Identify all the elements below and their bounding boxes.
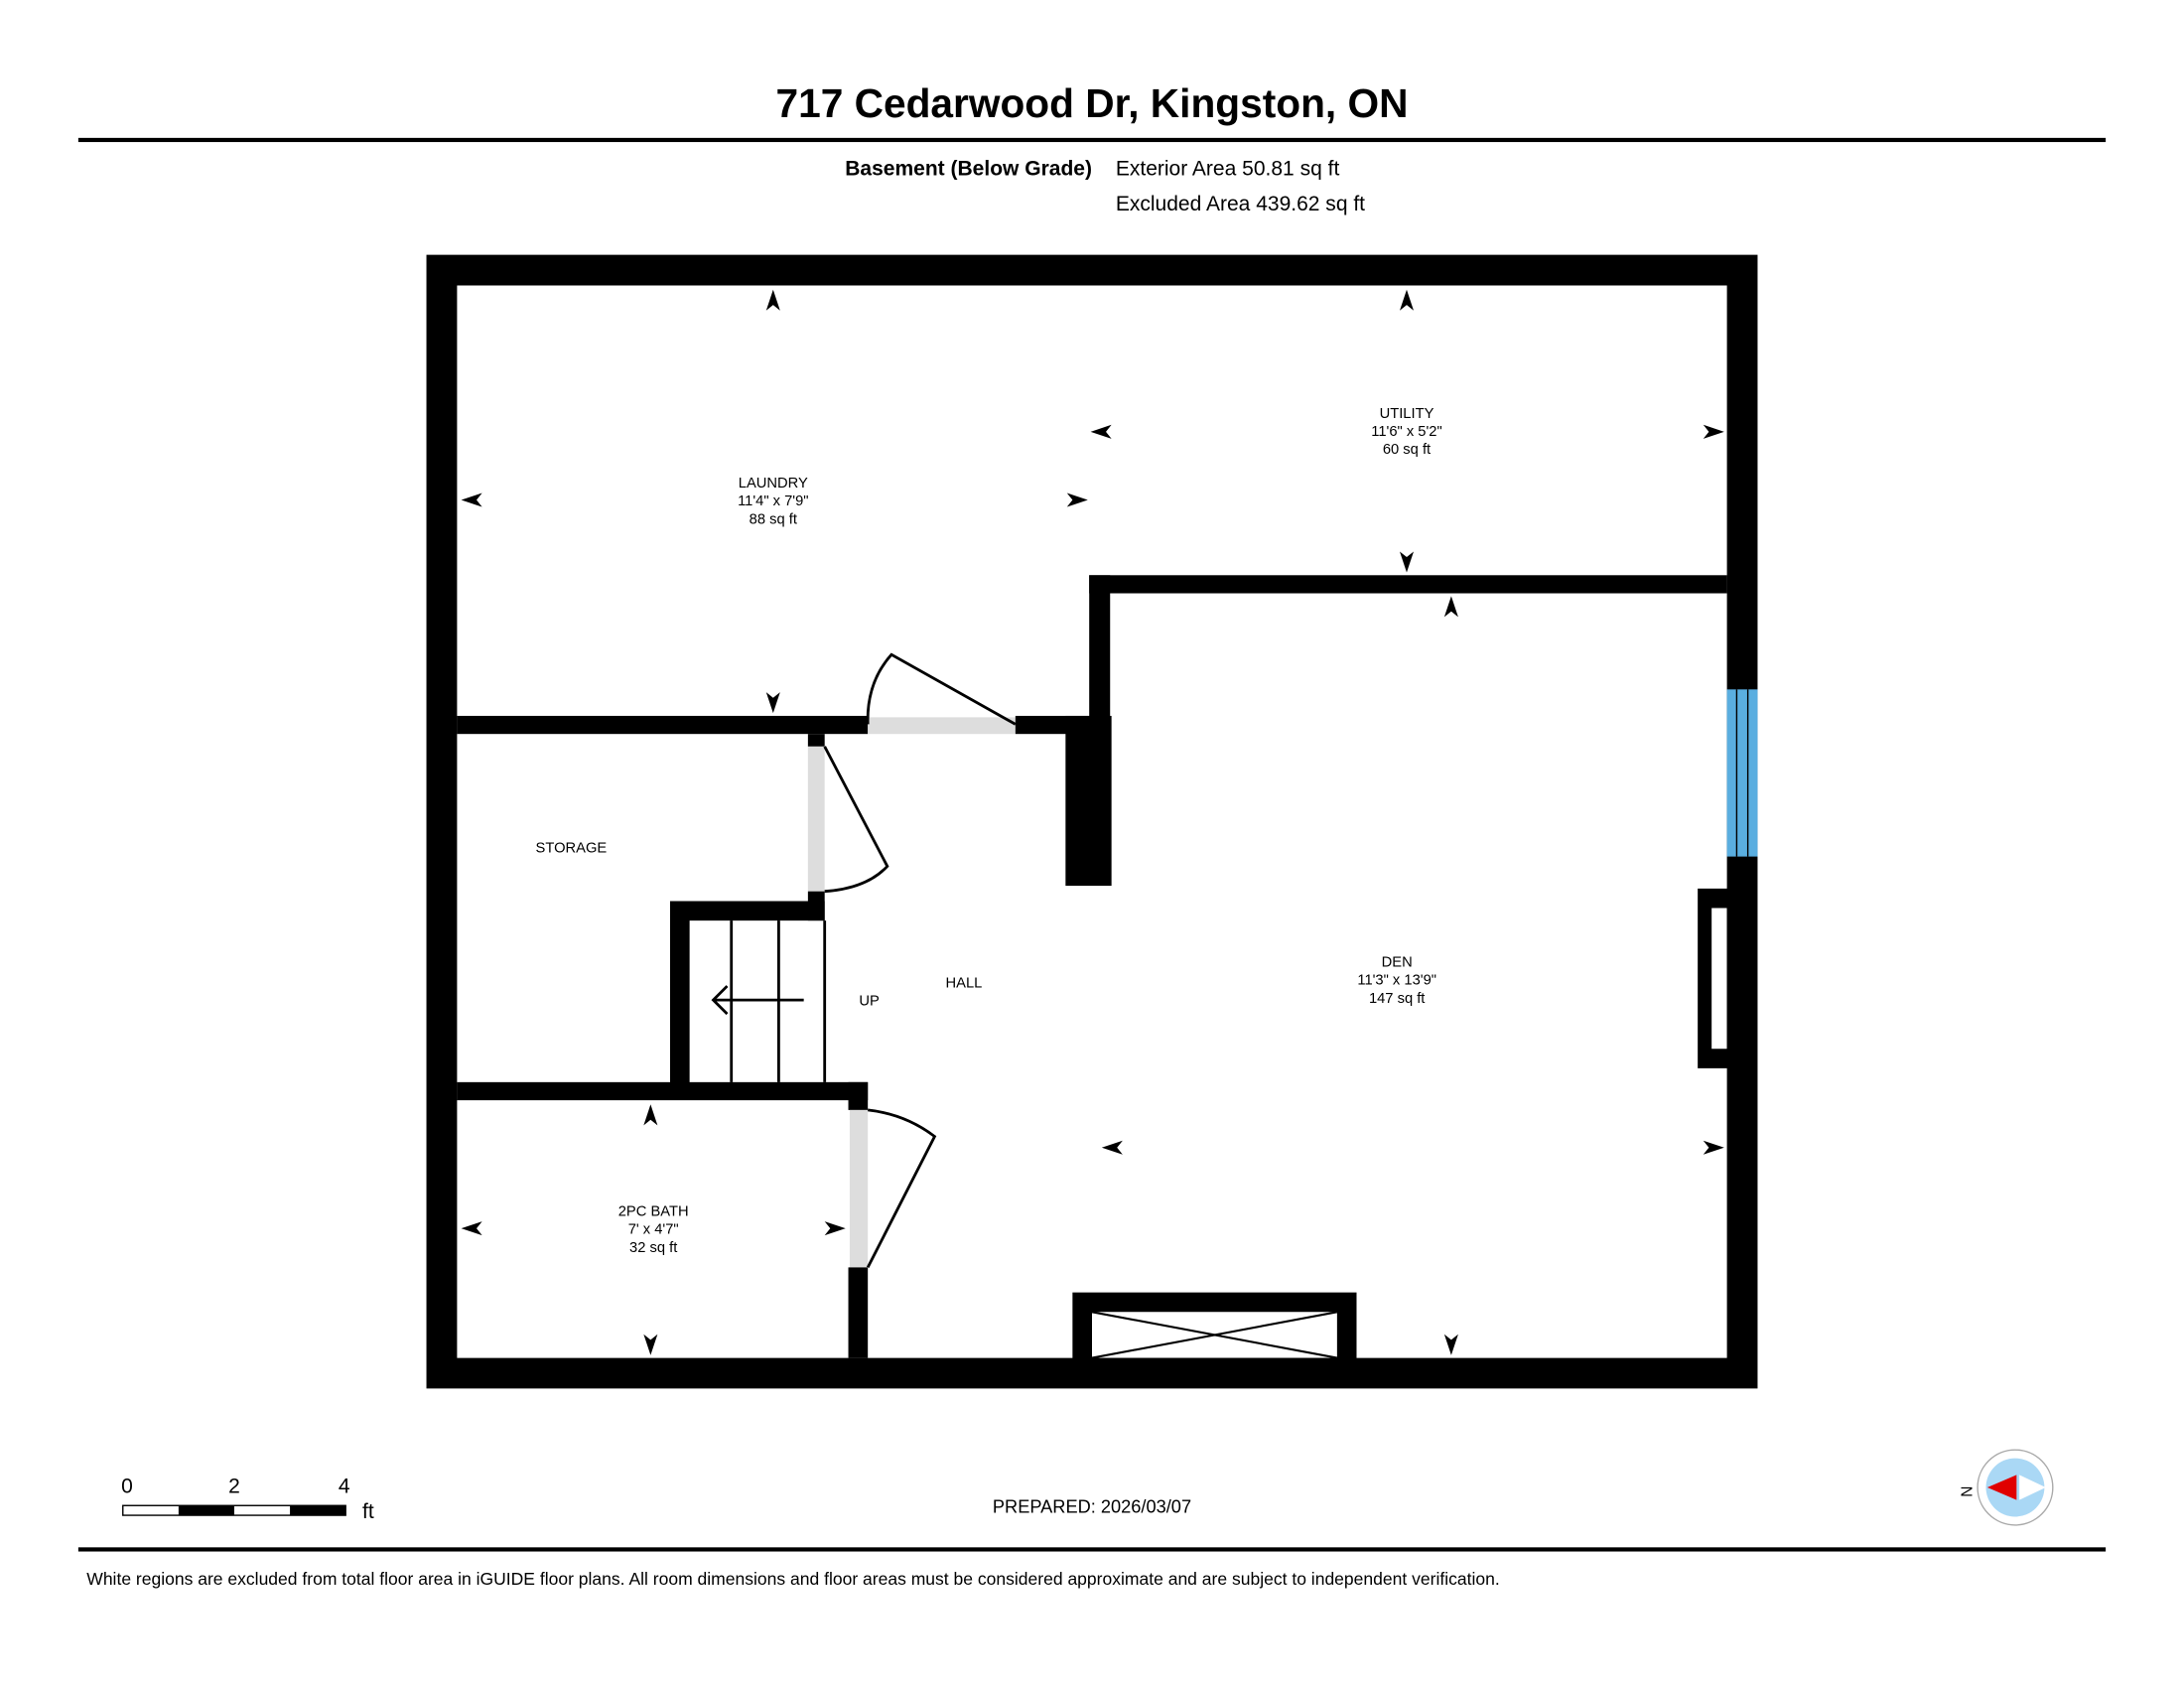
level-label: Basement (Below Grade) (845, 158, 1092, 181)
stairs-label: UP (859, 994, 880, 1010)
laundry-den-wall (1089, 575, 1111, 729)
disclaimer: White regions are excluded from total fl… (86, 1569, 1499, 1589)
room-utility: UTILITY 11'6" x 5'2" 60 sq ft (1371, 406, 1441, 458)
laundry-storage-wall (457, 715, 869, 735)
bath-wall (848, 1081, 869, 1110)
dimension-arrows (461, 289, 1724, 1355)
room-storage: STORAGE (536, 840, 608, 856)
compass-north-label: N (1957, 1486, 1974, 1497)
fireplace-cross (1091, 1311, 1338, 1359)
page-title: 717 Cedarwood Dr, Kingston, ON (775, 80, 1408, 126)
scale-tick: 4 (339, 1476, 350, 1498)
prepared-date: PREPARED: 2026/03/07 (993, 1495, 1191, 1516)
room-dims: 7' x 4'7" (628, 1222, 679, 1238)
scale-unit: ft (362, 1500, 374, 1523)
stair-wall (670, 901, 690, 1084)
bath-door-opening[interactable] (849, 1109, 869, 1268)
room-den: DEN 11'3" x 13'9" 147 sq ft (1357, 954, 1436, 1006)
fireplace (1072, 1292, 1357, 1365)
room-area: 32 sq ft (629, 1240, 677, 1256)
room-dims: 11'4" x 7'9" (738, 493, 808, 509)
storage-door-opening[interactable] (807, 746, 825, 892)
room-name: LAUNDRY (739, 476, 808, 492)
room-area: 147 sq ft (1369, 991, 1425, 1007)
bath-wall (848, 1267, 869, 1358)
storage-bath-wall (457, 1081, 869, 1101)
stair-wall (670, 901, 825, 921)
compass-icon: N (1957, 1449, 2054, 1526)
room-name: DEN (1382, 954, 1413, 970)
hall-den-stub-wall (1065, 715, 1112, 887)
bottom-rule (77, 1547, 2107, 1552)
room-dims: 11'3" x 13'9" (1357, 973, 1436, 989)
storage-door-swing (823, 746, 889, 894)
room-name: 2PC BATH (618, 1204, 689, 1220)
scale-tick: 2 (228, 1476, 240, 1498)
laundry-door-opening[interactable] (868, 717, 1016, 735)
room-name: UTILITY (1380, 406, 1434, 422)
room-bath: 2PC BATH 7' x 4'7" 32 sq ft (618, 1204, 689, 1256)
utility-den-wall (1089, 575, 1727, 594)
floor-plan: UP LAUNDRY 11'4" x 7'9" 88 sq ft UTILITY (426, 254, 1758, 1389)
room-dims: 11'6" x 5'2" (1371, 424, 1441, 440)
scale-tick: 0 (121, 1476, 133, 1498)
scale-bar: 0 2 4 ft (121, 1476, 374, 1523)
room-laundry: LAUNDRY 11'4" x 7'9" 88 sq ft (738, 476, 808, 527)
room-area: 88 sq ft (750, 511, 797, 527)
top-rule (77, 137, 2107, 143)
room-hall: HALL (946, 975, 983, 991)
window (1726, 689, 1758, 857)
stair-treads (711, 920, 827, 1082)
window-lines (1735, 689, 1749, 857)
exterior-area: Exterior Area 50.81 sq ft (1116, 158, 1340, 181)
bath-door-swing (866, 1108, 937, 1269)
storage-wall (807, 734, 825, 747)
laundry-door-swing (866, 652, 1017, 726)
wall-unit (1698, 888, 1734, 1068)
room-area: 60 sq ft (1383, 442, 1431, 458)
excluded-area: Excluded Area 439.62 sq ft (1116, 193, 1365, 215)
